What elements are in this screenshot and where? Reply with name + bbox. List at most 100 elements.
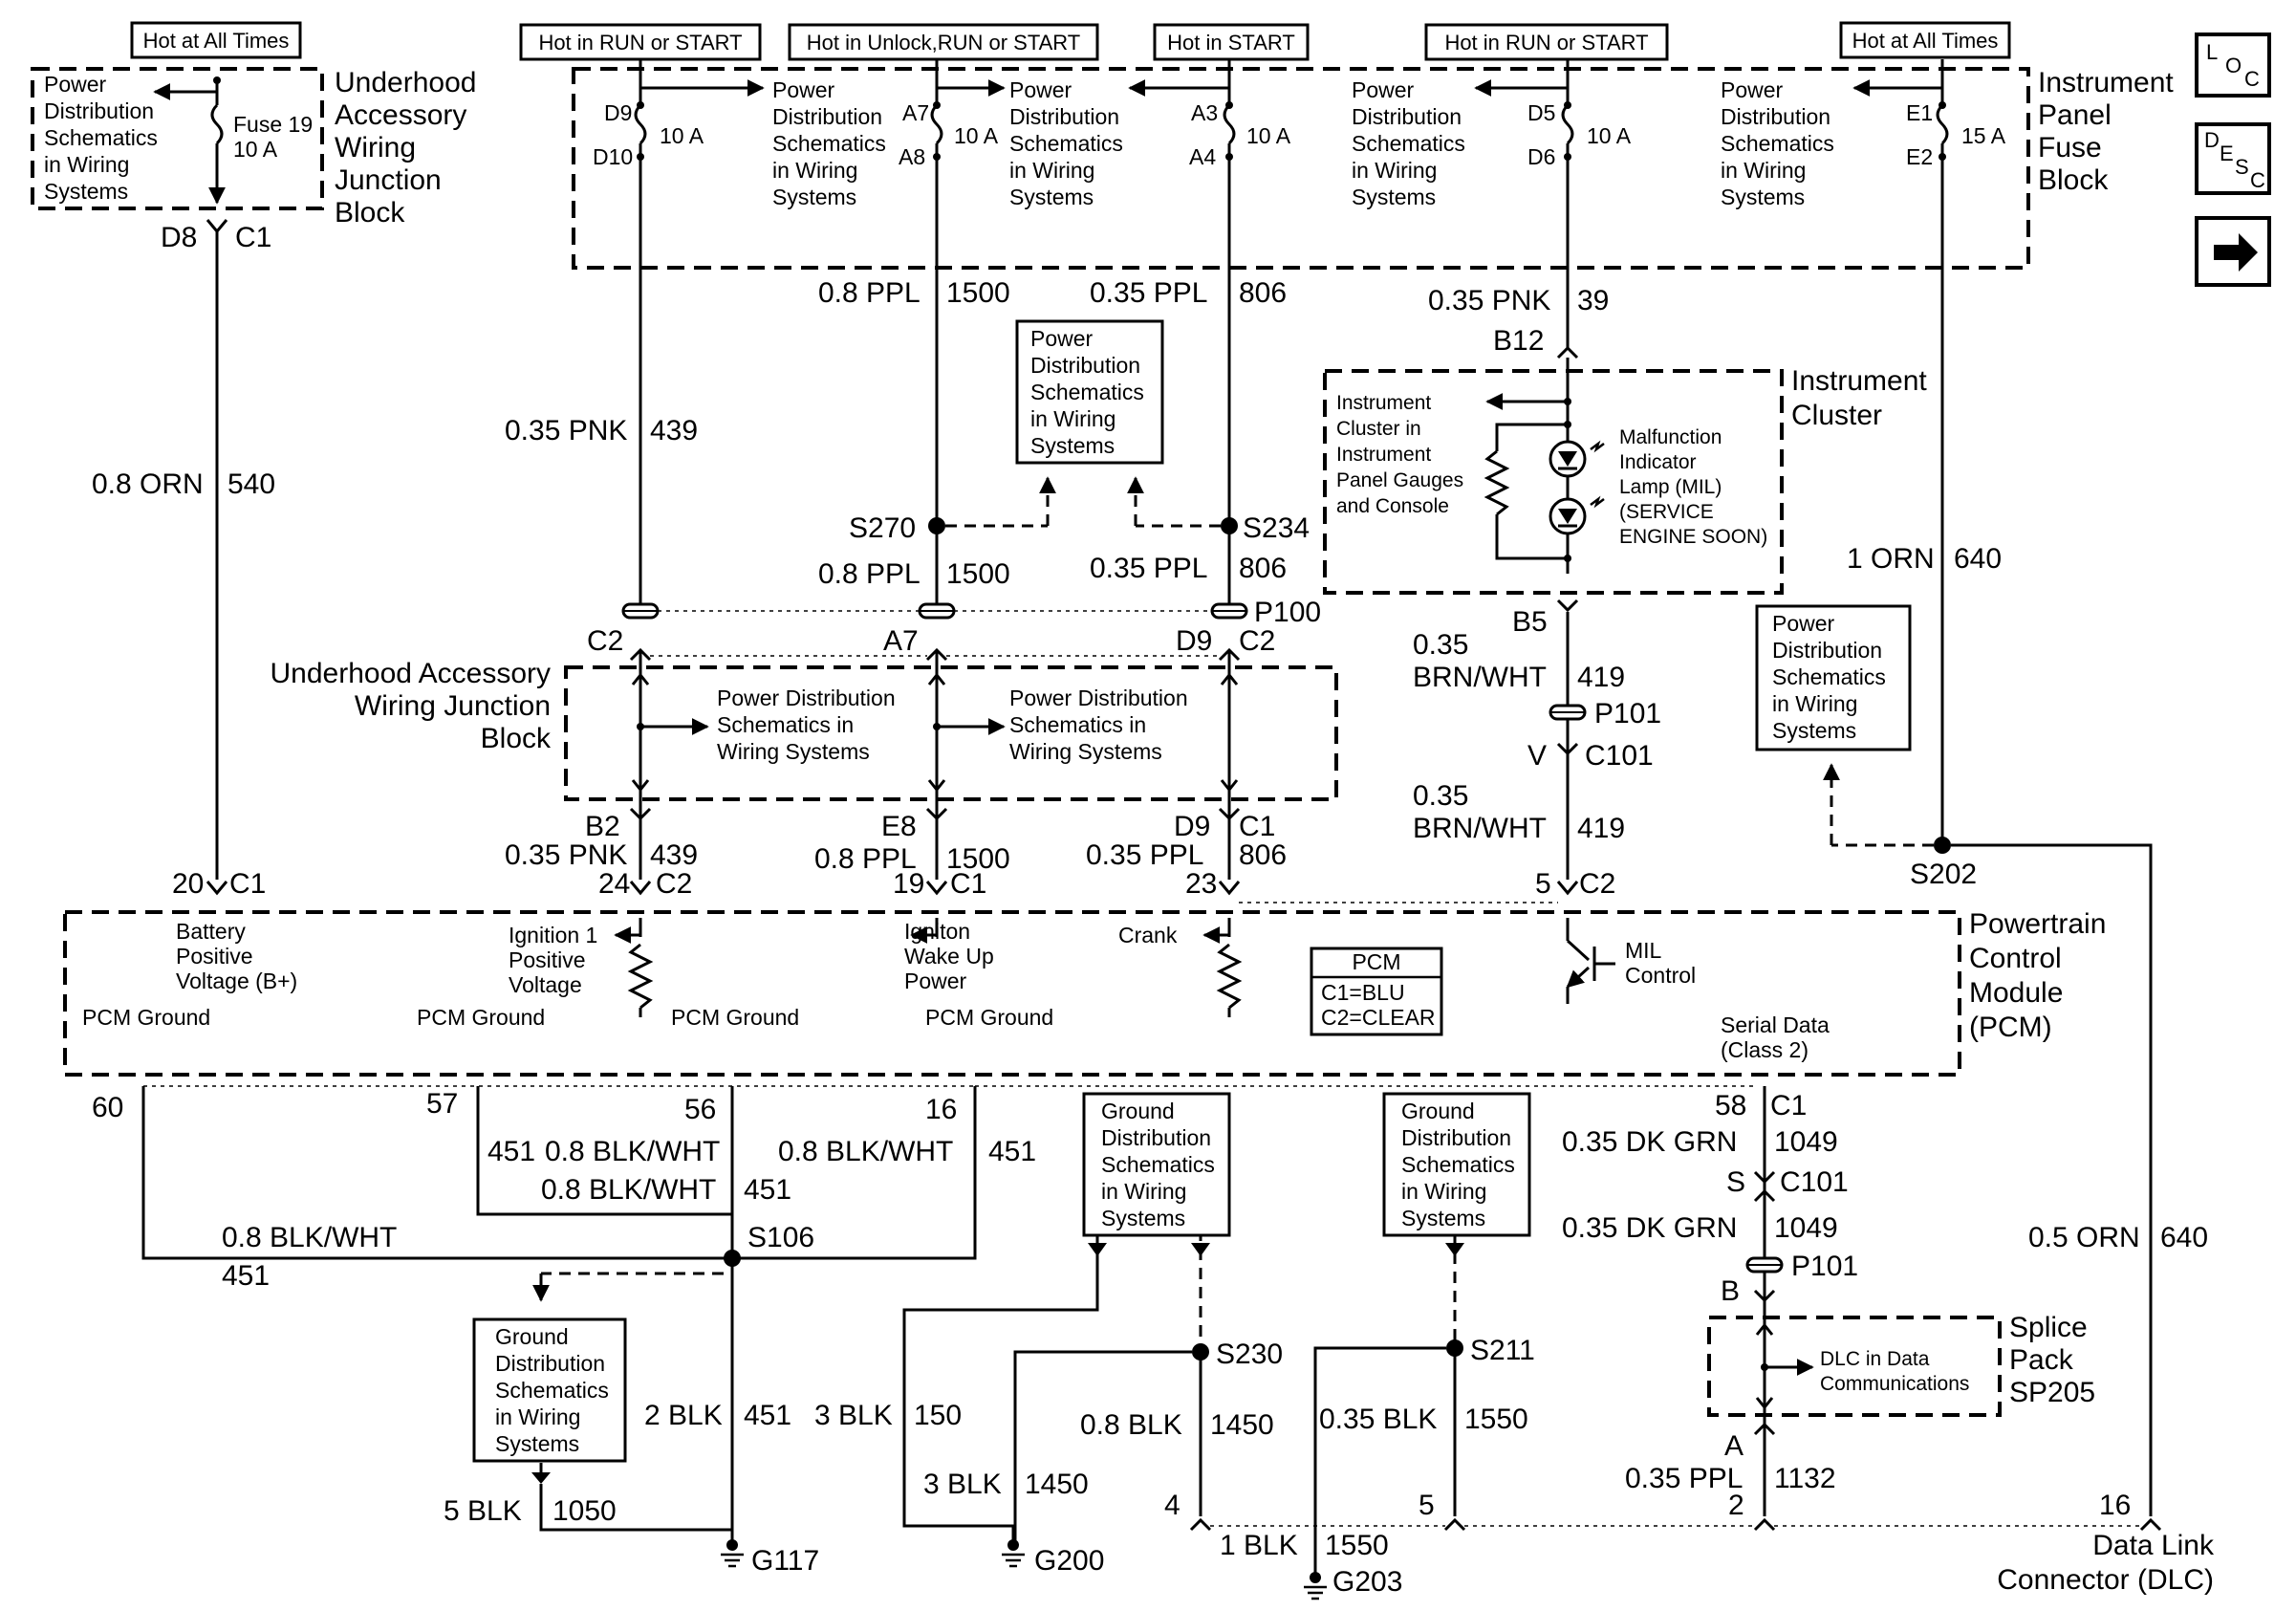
svg-text:Accessory: Accessory	[335, 99, 466, 131]
svg-text:Distribution: Distribution	[495, 1351, 605, 1376]
svg-text:(PCM): (PCM)	[1969, 1012, 2052, 1043]
connector-p100: P100 C2 A7 D9 C2	[587, 597, 1321, 662]
svg-text:C1: C1	[229, 868, 266, 900]
svg-text:0.35 DK GRN: 0.35 DK GRN	[1562, 1126, 1737, 1158]
ground-g203: G203	[1304, 1566, 1402, 1600]
svg-text:Power: Power	[1009, 77, 1072, 102]
svg-text:O: O	[2225, 54, 2242, 77]
svg-text:in Wiring: in Wiring	[1009, 158, 1094, 183]
svg-text:0.35 BLK: 0.35 BLK	[1319, 1404, 1437, 1435]
svg-text:D8: D8	[161, 222, 197, 253]
pcm-lower-connectors: 60 57 56 16 58 C1	[92, 1085, 1807, 1125]
svg-text:BRN/WHT: BRN/WHT	[1413, 813, 1547, 844]
svg-text:Distribution: Distribution	[44, 98, 154, 123]
fuse-d5: D5 D6 10 A Power Distribution Schematics…	[1352, 59, 1632, 209]
power-distribution-box-right: Power Distribution Schematics in Wiring …	[1755, 604, 1912, 751]
loc-button[interactable]: L O C	[2195, 33, 2271, 98]
desc-button[interactable]: D E S C	[2195, 122, 2271, 195]
svg-text:in Wiring: in Wiring	[772, 158, 857, 183]
svg-text:Schematics: Schematics	[1030, 380, 1144, 404]
svg-text:10 A: 10 A	[1587, 123, 1632, 148]
svg-text:Distribution: Distribution	[1772, 638, 1882, 663]
svg-text:16: 16	[2099, 1490, 2131, 1521]
svg-text:B5: B5	[1512, 606, 1548, 638]
svg-text:D9: D9	[1174, 811, 1210, 842]
svg-text:Systems: Systems	[44, 179, 128, 204]
svg-text:451: 451	[487, 1136, 535, 1167]
svg-text:10 A: 10 A	[954, 123, 999, 148]
svg-text:PCM Ground: PCM Ground	[671, 1005, 799, 1030]
svg-text:S: S	[2235, 155, 2249, 179]
splice-s202: S202	[1823, 763, 2153, 1516]
pcm-upper-connectors: B2 E8 D9 C1 0.35 PNK 439 0.8 PPL 1500 0.…	[172, 807, 1615, 903]
ground-g117: G117	[721, 1539, 819, 1577]
svg-text:Data Link: Data Link	[2092, 1530, 2215, 1561]
svg-text:BRN/WHT: BRN/WHT	[1413, 662, 1547, 693]
svg-text:Schematics: Schematics	[1009, 131, 1123, 156]
header-hot-all-times-2: Hot at All Times	[1852, 29, 1999, 53]
svg-text:Communications: Communications	[1820, 1373, 1969, 1395]
ground-g200: G200	[1002, 1539, 1104, 1577]
svg-text:Schematics in: Schematics in	[717, 712, 854, 737]
svg-text:Malfunction: Malfunction	[1619, 426, 1722, 448]
svg-text:Distribution: Distribution	[1721, 104, 1830, 129]
svg-text:D9: D9	[1176, 625, 1212, 657]
svg-text:Panel: Panel	[2038, 99, 2112, 131]
svg-text:1450: 1450	[1025, 1469, 1089, 1500]
svg-text:419: 419	[1577, 662, 1625, 693]
svg-text:P100: P100	[1254, 597, 1321, 628]
svg-text:Distribution: Distribution	[1352, 104, 1462, 129]
svg-text:Fuse: Fuse	[2038, 132, 2102, 163]
svg-text:C1: C1	[1770, 1090, 1807, 1121]
ground-wiring: S106 0.8 BLK/WHT 451 0.8 BLK/WHT 451 0.8…	[141, 1086, 2208, 1578]
svg-text:Cluster: Cluster	[1791, 400, 1882, 431]
svg-text:in Wiring: in Wiring	[1721, 158, 1806, 183]
svg-text:PCM Ground: PCM Ground	[82, 1005, 210, 1030]
ground-distribution-box-2: Ground Distribution Schematics in Wiring…	[1082, 1092, 1231, 1256]
svg-text:Module: Module	[1969, 977, 2063, 1009]
svg-text:Power: Power	[1030, 326, 1094, 351]
svg-text:D6: D6	[1527, 144, 1555, 169]
svg-text:1550: 1550	[1325, 1530, 1389, 1561]
svg-text:451: 451	[744, 1400, 791, 1431]
svg-text:Ground: Ground	[1101, 1099, 1175, 1123]
svg-text:in Wiring: in Wiring	[44, 152, 129, 177]
svg-text:D10: D10	[593, 144, 633, 169]
svg-text:Block: Block	[2038, 164, 2109, 196]
svg-text:24: 24	[598, 868, 630, 900]
svg-text:C2: C2	[656, 868, 692, 900]
svg-text:Schematics: Schematics	[44, 125, 158, 150]
svg-text:D: D	[2204, 128, 2220, 152]
svg-text:in Wiring: in Wiring	[1101, 1179, 1186, 1204]
wire-labels-upper: 0.8 ORN 540 0.35 PNK 439 0.8 PPL 1500 0.…	[92, 277, 2002, 590]
svg-text:640: 640	[1954, 543, 2002, 575]
svg-text:Block: Block	[335, 197, 405, 229]
svg-text:10 A: 10 A	[233, 137, 278, 162]
next-page-button[interactable]	[2195, 216, 2271, 287]
svg-text:Pack: Pack	[2009, 1344, 2074, 1376]
svg-text:A8: A8	[899, 144, 925, 169]
svg-text:C1: C1	[235, 222, 271, 253]
svg-text:1550: 1550	[1464, 1404, 1528, 1435]
svg-text:Battery: Battery	[176, 919, 246, 944]
svg-text:4: 4	[1164, 1490, 1180, 1521]
svg-text:C2=CLEAR: C2=CLEAR	[1321, 1005, 1436, 1030]
power-headers: Hot at All Times Hot in RUN or START Hot…	[130, 21, 2011, 61]
arrow-right-icon	[2214, 233, 2258, 272]
svg-text:S202: S202	[1910, 859, 1977, 890]
svg-text:16: 16	[925, 1094, 957, 1125]
svg-text:5 BLK: 5 BLK	[444, 1495, 522, 1527]
svg-text:0.35 PPL: 0.35 PPL	[1090, 553, 1207, 584]
svg-text:C1=BLU: C1=BLU	[1321, 980, 1405, 1005]
svg-text:C: C	[2250, 168, 2265, 192]
svg-text:23: 23	[1185, 868, 1217, 900]
svg-text:Instrument: Instrument	[2038, 67, 2174, 98]
svg-text:Distribution: Distribution	[1030, 353, 1140, 378]
svg-text:Distribution: Distribution	[1401, 1125, 1511, 1150]
svg-text:Voltage: Voltage	[509, 972, 582, 997]
svg-text:A3: A3	[1191, 100, 1218, 125]
svg-text:L: L	[2206, 40, 2218, 64]
svg-text:Block: Block	[481, 723, 552, 754]
svg-text:Powertrain: Powertrain	[1969, 908, 2106, 940]
